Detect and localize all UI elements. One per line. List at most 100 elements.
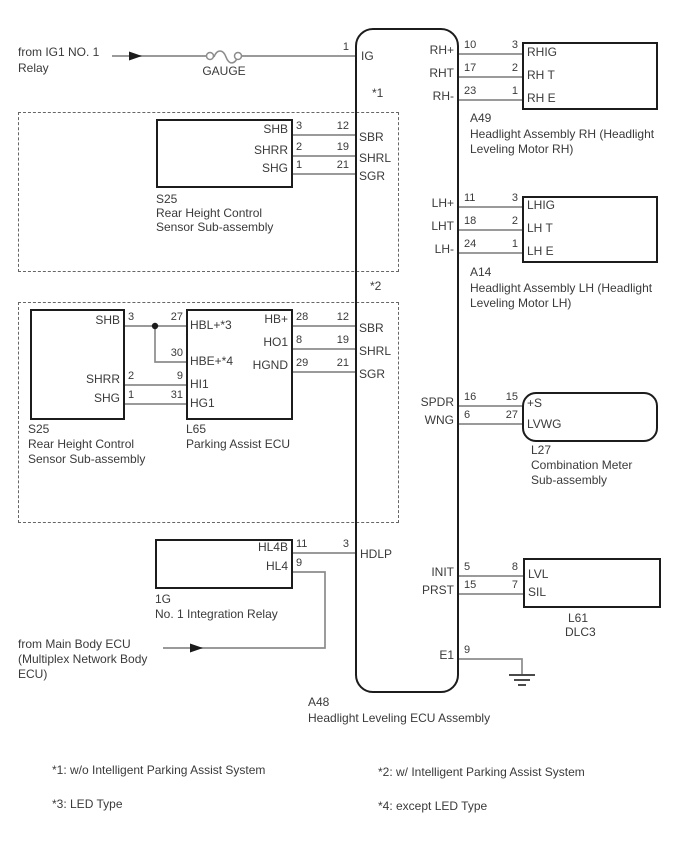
ecu-pin-label-e1: E1 [439,648,454,662]
pin-g1-9: 9 [296,557,303,569]
pin-l61-8: 8 [511,561,518,573]
pin-l65-9: 9 [176,370,183,382]
ecu-box-a48 [355,28,459,693]
footnote-3: *3: LED Type [52,797,123,811]
ecu-pin-label-shrl-2: SHRL [359,344,392,358]
component-box-l61 [523,558,661,608]
pin-ecu1-19: 19 [336,141,349,153]
a48-code: A48 [308,695,330,709]
pin-l61-7: 7 [511,579,518,591]
l65-pin-label-hbe: HBE+*4 [190,354,234,368]
pin-l65-27: 27 [170,311,183,323]
l27-name-line2: Sub-assembly [531,473,608,487]
pin-a14-2: 2 [511,215,518,227]
pin-lh-24: 24 [464,238,477,250]
a14-pin-label-lht: LH T [527,221,553,235]
pin-l27-27: 27 [505,409,518,421]
pin-a49-2: 2 [511,62,518,74]
l27-code: L27 [531,443,552,457]
source-mainbody-line1: from Main Body ECU [18,637,131,651]
wire-mainbody-hl4 [163,571,326,649]
pin-s25a-2: 2 [296,141,303,153]
pin-ecu2-12: 12 [336,311,349,323]
s25b-pin-label-shrr: SHRR [85,372,120,386]
component-box-a49 [522,42,658,110]
ecu-pin-label-wng: WNG [424,413,454,427]
l65-pin-label-ho1: HO1 [263,335,288,349]
pin-a14-3: 3 [511,192,518,204]
footnote-2: *2: w/ Intelligent Parking Assist System [378,765,585,779]
s25a-pin-label-shrr: SHRR [253,143,288,157]
pin-s25a-1: 1 [296,159,303,171]
ecu-pin-label-lht: LHT [431,219,454,233]
ecu-pin-label-rh-minus: RH- [432,89,454,103]
ecu-pin-label-shrl-1: SHRL [359,151,392,165]
g1-pin-label-hl4: HL4 [265,559,288,573]
l65-name: Parking Assist ECU [186,437,291,451]
s25a-pin-label-shb: SHB [263,122,288,136]
component-box-l27 [522,392,658,442]
arrow-ig1-icon [129,51,142,61]
pin-l65-31: 31 [170,389,183,401]
l65-pin-label-hbplus: HB+ [264,312,288,326]
fuse-gauge-icon [205,50,243,64]
a48-name: Headlight Leveling ECU Assembly [308,711,491,725]
pin-g1-11: 11 [296,538,308,550]
a49-name-line2: Leveling Motor RH) [470,142,574,156]
pin-a49-1: 1 [511,85,518,97]
source-mainbody-line2: (Multiplex Network Body [18,652,148,666]
ecu-pin-label-init: INIT [431,565,454,579]
pin-ecu1-12: 12 [336,120,349,132]
ecu-pin-label-sbr-2: SBR [359,321,384,335]
dashed-box-variant-1 [18,112,399,272]
l61-pin-label-lvl: LVL [528,567,549,581]
pin-s25a-3: 3 [296,120,303,132]
g1-pin-label-hl4b: HL4B [257,540,288,554]
l61-pin-label-sil: SIL [528,585,547,599]
s25b-code: S25 [28,422,50,436]
pin-l27-16: 16 [464,391,477,403]
a49-pin-label-rhe: RH E [527,91,556,105]
ecu-pin-label-rh-plus: RH+ [429,43,454,57]
s25b-pin-label-shg: SHG [93,391,120,405]
s25b-name-line1: Rear Height Control [28,437,135,451]
s25a-pin-label-shg: SHG [261,161,288,175]
ecu-pin-label-ig: IG [361,49,374,63]
pin-e1-9: 9 [464,644,471,656]
source-ig1-line1: from IG1 NO. 1 [18,45,100,59]
wire-hbe-branch [154,326,186,363]
arrow-mainbody-icon [190,643,203,653]
pin-s25b-1: 1 [128,389,135,401]
a49-code: A49 [470,111,492,125]
g1-name: No. 1 Integration Relay [155,607,278,621]
a14-name-line1: Headlight Assembly LH (Headlight [470,281,653,295]
l27-pin-label-plus-s: +S [527,396,543,410]
a14-code: A14 [470,265,492,279]
pin-ig-1: 1 [342,41,349,53]
component-box-a14 [522,196,658,263]
footnote-4: *4: except LED Type [378,799,488,813]
footnote-1: *1: w/o Intelligent Parking Assist Syste… [52,763,266,777]
pin-ecu-hdlp-3: 3 [342,538,349,550]
g1-code: 1G [155,592,172,606]
source-mainbody-line3: ECU) [18,667,48,681]
source-ig1-line2: Relay [18,61,49,75]
a14-pin-label-lhig: LHIG [527,198,556,212]
ecu-pin-label-hdlp: HDLP [360,547,393,561]
note-star2: *2 [370,279,382,293]
pin-l65-28: 28 [296,311,309,323]
ecu-pin-label-prst: PRST [421,583,454,597]
a14-name-line2: Leveling Motor LH) [470,296,572,310]
l61-code: L61 [568,611,589,625]
s25a-name-line1: Rear Height Control [156,206,263,220]
a49-name-line1: Headlight Assembly RH (Headlight [470,127,655,141]
a49-pin-label-rht: RH T [527,68,555,82]
component-box-1g [155,539,293,589]
note-star1: *1 [372,86,384,100]
l65-code: L65 [186,422,207,436]
s25b-pin-label-shb: SHB [95,313,120,327]
pin-l65-8: 8 [296,334,303,346]
ecu-pin-label-lh-minus: LH- [434,242,454,256]
a14-pin-label-lhe: LH E [527,244,554,258]
pin-l61-5: 5 [464,561,471,573]
